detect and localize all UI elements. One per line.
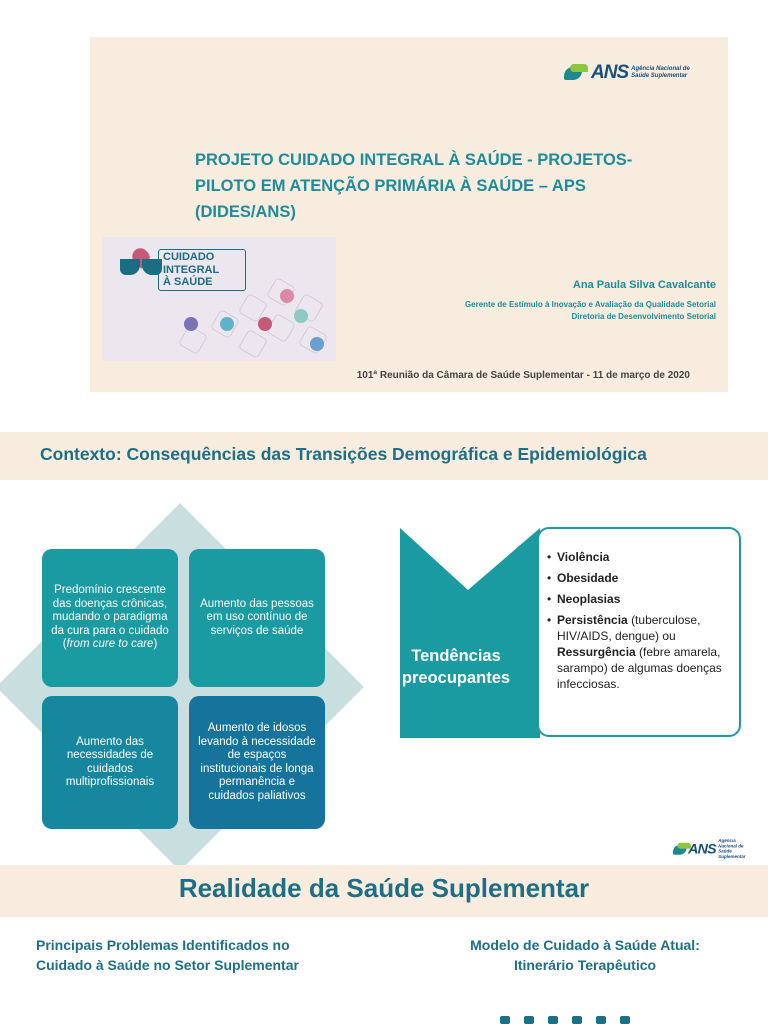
ans-logo-icon (673, 842, 691, 857)
people-icon (310, 337, 324, 351)
trends-list-box: Violência Obesidade Neoplasias Persistên… (537, 527, 741, 737)
author-block: Ana Paula Silva Cavalcante Gerente de Es… (465, 279, 716, 323)
tile-elderly-care: Aumento de idosos levando à necessidade … (189, 696, 325, 829)
ans-logo: ANS Agência Nacional de Saúde Suplementa… (564, 62, 690, 84)
plus-icon (280, 289, 294, 303)
doctor-icon (184, 317, 198, 331)
context-slide-title: Contexto: Consequências das Transições D… (40, 444, 647, 464)
ans-logo-subtitle: Agência Nacional de Saúde Suplementar (631, 66, 690, 79)
author-role: Gerente de Estímulo à Inovação e Avaliaç… (464, 300, 716, 309)
tile-continuous-use: Aumento das pessoas em uso contínuo de s… (189, 549, 325, 687)
author-department: Diretoria de Desenvolvimento Setorial (571, 312, 717, 321)
hands-heart-icon (120, 244, 162, 281)
trend-label: Tendências preocupantes (401, 647, 511, 687)
tile-chronic-diseases: Predomínio crescente das doenças crônica… (42, 549, 178, 687)
list-item: Persistência (tuberculose, HIV/AIDS, den… (547, 612, 731, 692)
title-slide: ANS Agência Nacional de Saúde Suplementa… (90, 37, 728, 392)
tile-multiprofessional-care: Aumento das necessidades de cuidados mul… (42, 696, 178, 829)
list-item: Violência (547, 549, 731, 565)
cuidado-integral-badge: CUIDADO INTEGRAL À SAÚDE (158, 249, 246, 291)
medical-icon (294, 309, 308, 323)
ans-logo-small: ANS Agência Nacional de Saúde Suplementa… (673, 839, 751, 860)
ans-logo-icon (564, 64, 590, 82)
meeting-footer: 101ª Reunião da Câmara de Saúde Suplemen… (356, 370, 690, 381)
list-item: Neoplasias (547, 591, 731, 607)
context-slide-header: Contexto: Consequências das Transições D… (0, 432, 768, 480)
pill-icon (220, 317, 234, 331)
trends-list: Violência Obesidade Neoplasias Persistên… (547, 549, 731, 692)
cuidado-integral-illustration: CUIDADO INTEGRAL À SAÚDE (102, 237, 336, 361)
reality-slide-header: Realidade da Saúde Suplementar (0, 865, 768, 917)
cut-off-diagram (400, 1016, 730, 1024)
problems-column-title: Principais Problemas Identificados no Cu… (36, 937, 299, 973)
ans-logo-word: ANS (591, 62, 629, 83)
reality-slide-title: Realidade da Saúde Suplementar (178, 873, 590, 903)
presentation-title: PROJETO CUIDADO INTEGRAL À SAÚDE - PROJE… (195, 151, 633, 221)
care-model-column-title: Modelo de Cuidado à Saúde Atual: Itinerá… (470, 937, 700, 973)
trend-chevron-shape (400, 528, 540, 738)
author-name: Ana Paula Silva Cavalcante (572, 279, 716, 291)
heart-icon (258, 317, 272, 331)
list-item: Obesidade (547, 570, 731, 586)
